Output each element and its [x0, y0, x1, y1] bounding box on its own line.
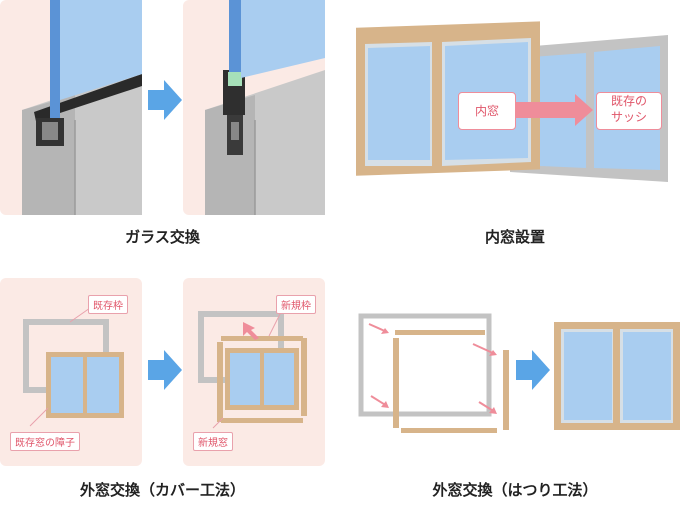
- hatsuri-after-illustration: [554, 322, 680, 430]
- label-existing-frame: 既存枠: [88, 295, 128, 314]
- caption-cover-method: 外窓交換（カバー工法）: [79, 481, 245, 499]
- inner-window-illustration: [350, 20, 680, 195]
- arrow-right-icon: [148, 80, 182, 120]
- arrow-right-icon: [516, 350, 550, 390]
- hatsuri-before-illustration: [355, 310, 515, 440]
- caption-glass-replacement: ガラス交換: [125, 228, 200, 246]
- arrow-right-icon: [148, 350, 182, 390]
- label-existing-sash: 既存の サッシ: [596, 92, 662, 130]
- label-new-frame: 新規枠: [276, 295, 316, 314]
- cover-before-illustration: [0, 278, 142, 466]
- cover-after-illustration: [183, 278, 325, 466]
- caption-inner-window: 内窓設置: [484, 228, 545, 246]
- label-new-window: 新規窓: [193, 432, 233, 451]
- caption-hatsuri-method: 外窓交換（はつり工法）: [432, 481, 598, 499]
- label-inner-window: 内窓: [458, 92, 516, 130]
- label-existing-sash-line1: 既存の: [610, 94, 647, 108]
- glass-before-illustration: [0, 0, 142, 215]
- label-existing-sash-line2: サッシ: [610, 110, 647, 124]
- glass-after-illustration: [183, 0, 325, 215]
- label-existing-sash-panel: 既存窓の障子: [10, 432, 80, 451]
